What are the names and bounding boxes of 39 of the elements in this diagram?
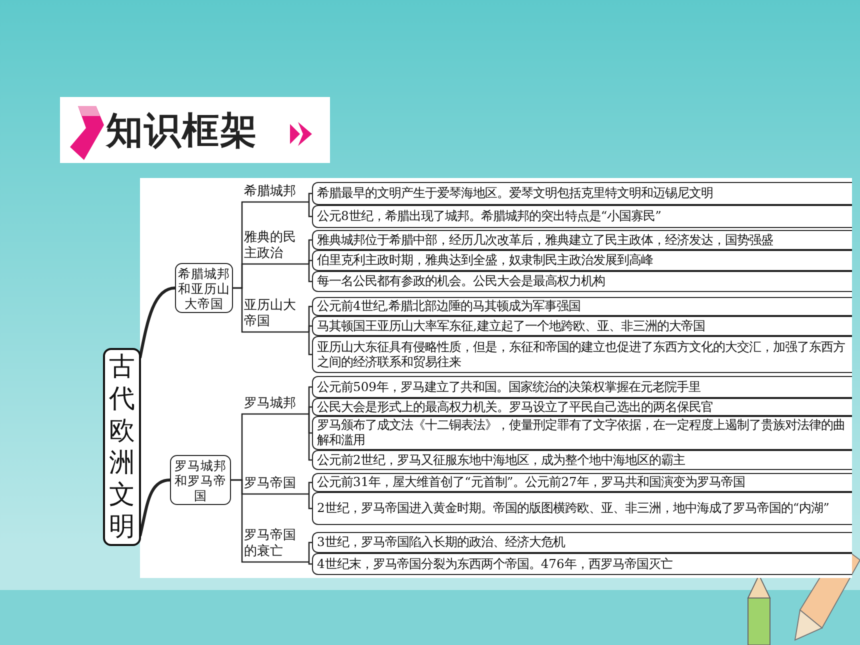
subtopic-label: 罗马城邦 [243, 394, 309, 414]
detail-box: 罗马颁布了成文法《十二铜表法》，使量刑定罪有了文字依据，在一定程度上遏制了贵族对法律的曲解和滥用 [312, 416, 852, 450]
detail-box: 希腊最早的文明产生于爱琴海地区。爱琴文明包括克里特文明和迈锡尼文明 [312, 182, 852, 205]
connector-line [308, 192, 312, 203]
detail-box: 亚历山大东征具有侵略性质，但是，东征和帝国的建立也促进了东西方文化的大交汇，加强了东西方之间的经济联系和贸易往来 [312, 336, 852, 373]
detail-box: 3世纪，罗马帝国陷入长期的政治、经济大危机 [312, 532, 852, 553]
detail-box: 公元前4世纪,希腊北部边陲的马其顿成为军事强国 [312, 297, 852, 316]
connector-line [308, 493, 312, 510]
detail-box: 公元前31年，屋大维首创了“元首制”。公元前27年，罗马共和国演变为罗马帝国 [312, 473, 852, 492]
detail-box: 公元前509年，罗马建立了共和国。国家统治的决策权掌握在元老院手里 [312, 376, 852, 398]
detail-box: 4世纪末，罗马帝国分裂为东西两个帝国。476年，西罗马帝国灭亡 [312, 553, 852, 575]
detail-box: 每一名公民都有参政的机会。公民大会是最高权力机构 [312, 271, 852, 292]
connector-line [233, 287, 309, 333]
connector-line [308, 482, 312, 495]
connector-line [138, 286, 176, 358]
subtopic-label: 希腊城邦 [243, 182, 309, 202]
root-box: 古代欧洲文明 [103, 348, 141, 546]
detail-box: 公民大会是形式上的最高权力机关。罗马设立了平民自己选出的两名保民官 [312, 398, 852, 416]
detail-box: 2世纪，罗马帝国进入黄金时期。帝国的版图横跨欧、亚、非三洲，地中海成了罗马帝国的“内湖” [312, 492, 852, 525]
connector-line [308, 331, 312, 356]
section-title: 知识框架 [106, 111, 258, 151]
connector-line [138, 478, 170, 536]
connector-line [308, 542, 312, 563]
topic-box: 希腊城邦和亚历山大帝国 [175, 263, 233, 313]
connector-line [308, 263, 312, 282]
topic-box: 罗马城邦和罗马帝国 [170, 455, 231, 505]
detail-box: 伯里克利主政时期，雅典达到全盛，奴隶制民主政治发展到高峰 [312, 250, 852, 271]
connector-line [308, 413, 312, 461]
subtopic-label: 雅典的民主政治 [243, 226, 309, 264]
connector-line [231, 479, 309, 563]
detail-box: 公元8世纪，希腊出现了城邦。希腊城邦的突出特点是“小国寡民” [312, 205, 852, 228]
subtopic-label: 亚历山大帝国 [243, 294, 309, 332]
connector-line [308, 406, 312, 415]
subtopic-label: 罗马帝国 [243, 474, 309, 494]
connector-line [308, 201, 312, 218]
detail-box: 雅典城邦位于希腊中部，经历几次改革后，雅典建立了民主政体，经济发达，国势强盛 [312, 230, 852, 250]
detail-box: 公元前2世纪，罗马又征服东地中海地区，成为整个地中海地区的霸主 [312, 450, 852, 470]
detail-box: 马其顿国王亚历山大率军东征,建立起了一个地跨欧、亚、非三洲的大帝国 [312, 316, 852, 336]
subtopic-label: 罗马帝国的衰亡 [243, 524, 309, 562]
